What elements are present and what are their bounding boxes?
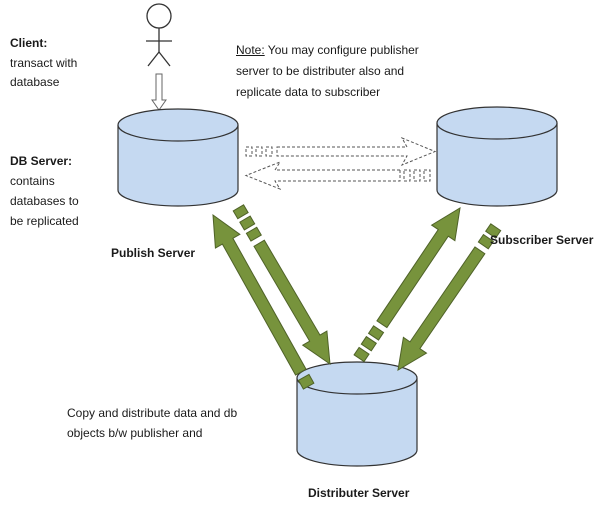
note-text: You may configure publisher [264, 43, 419, 57]
green-arrow-icon [232, 204, 331, 366]
publish-server-label: Publish Server [111, 246, 196, 260]
client-title: Client: [10, 36, 48, 50]
subscriber-server-cylinder [436, 106, 558, 207]
db-server-title: DB Server: [10, 154, 73, 168]
db-server-line: be replicated [10, 214, 79, 228]
green-arrow-icon [353, 207, 461, 363]
subscriber-server-label: Subscriber Server [490, 233, 594, 247]
note-line-3: replicate data to subscriber [236, 85, 381, 99]
copy-note-line-2: objects b/w publisher and [67, 426, 203, 440]
dashed-left-arrow-icon [244, 160, 431, 191]
note-line-1: Note: You may configure publisher [236, 41, 419, 59]
note-line-2: server to be distributer also and [236, 64, 405, 78]
down-arrow-icon [151, 73, 167, 111]
note-prefix: Note: [236, 43, 265, 57]
green-arrow-icon [212, 213, 315, 390]
green-arrow-icon [397, 223, 502, 371]
db-server-line: databases to [10, 194, 79, 208]
client-line: database [10, 75, 60, 89]
stick-figure-icon [146, 3, 172, 67]
distributer-server-label: Distributer Server [308, 486, 410, 500]
dashed-right-arrow-icon [245, 136, 437, 167]
copy-note-line-1: Copy and distribute data and db [67, 406, 238, 420]
publish-server-cylinder [117, 108, 239, 207]
client-line: transact with [10, 56, 78, 70]
db-server-line: contains [10, 174, 55, 188]
distributer-server-cylinder [296, 361, 418, 467]
